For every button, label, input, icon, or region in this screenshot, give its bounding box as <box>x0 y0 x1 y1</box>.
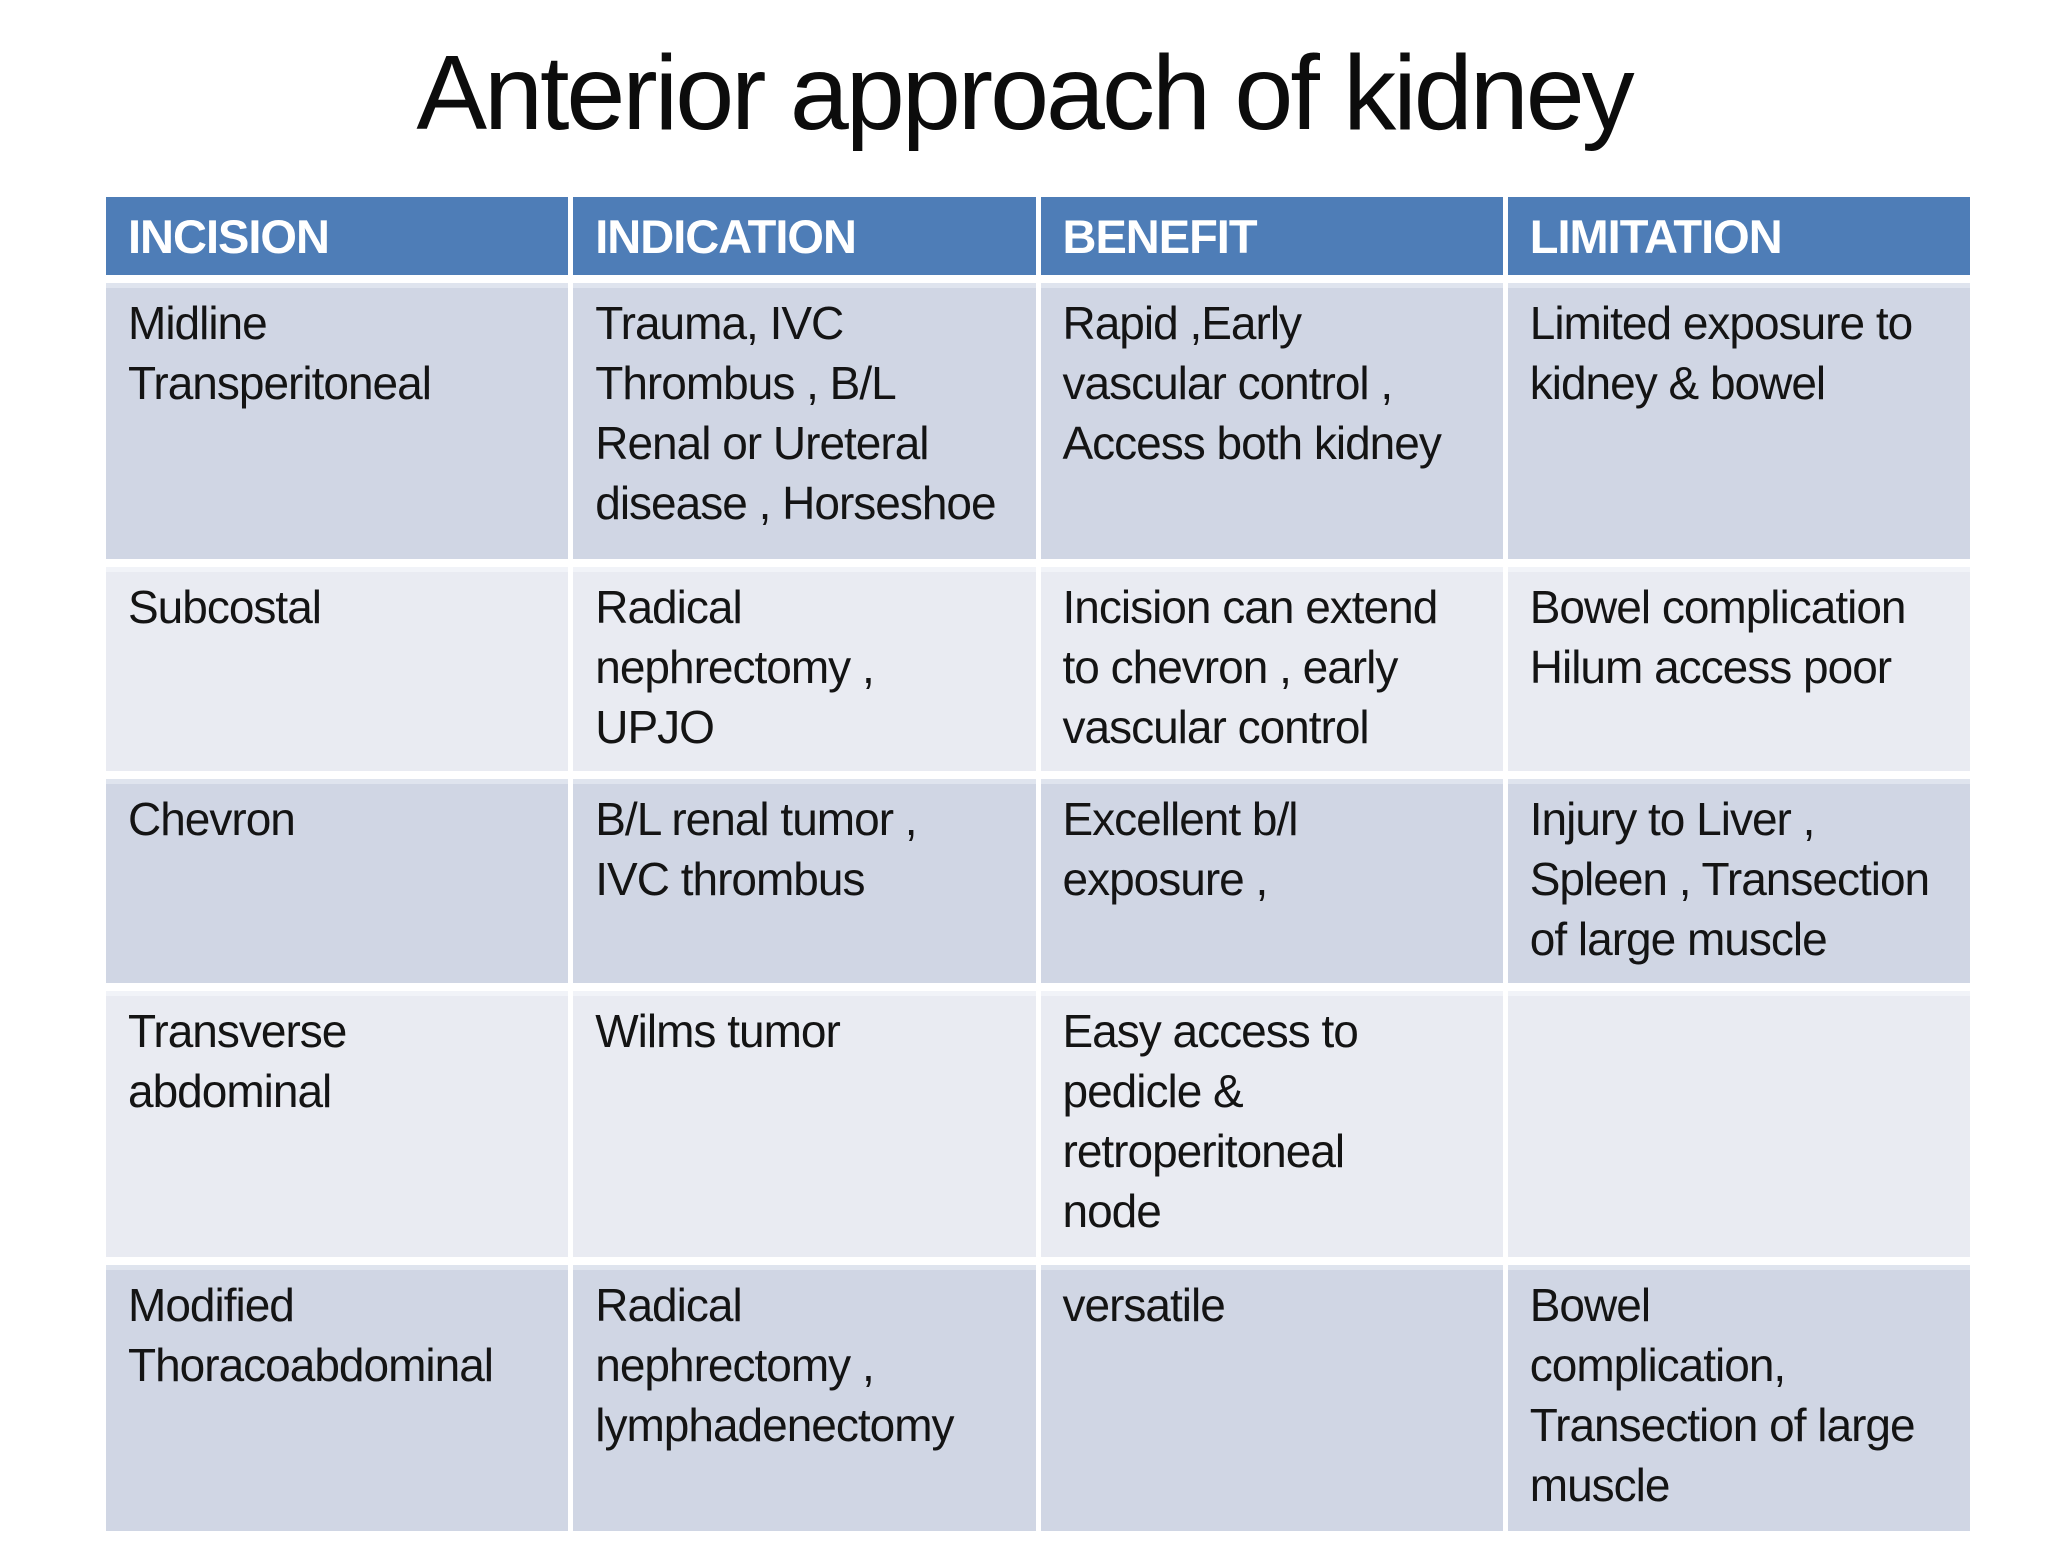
cell-incision: Chevron <box>106 779 569 984</box>
column-header-benefit: BENEFIT <box>1040 197 1503 276</box>
cell-benefit: Rapid ,Early vascular control , Access b… <box>1040 283 1503 560</box>
cell-indication: Trauma, IVC Thrombus , B/L Renal or Uret… <box>573 283 1036 560</box>
cell-benefit: Easy access to pedicle & retroperitoneal… <box>1040 991 1503 1258</box>
cell-incision: Midline Transperitoneal <box>106 283 569 560</box>
cell-benefit: versatile <box>1040 1265 1503 1532</box>
cell-indication: B/L renal tumor , IVC thrombus <box>573 779 1036 984</box>
cell-limitation: Bowel complication Hilum access poor <box>1507 567 1970 772</box>
table-row-midline-transperitoneal: Midline Transperitoneal Trauma, IVC Thro… <box>106 283 1970 560</box>
anterior-approach-table: INCISION INDICATION BENEFIT LIMITATION M… <box>101 189 1975 1539</box>
cell-indication: Radical nephrectomy , lymphadenectomy <box>573 1265 1036 1532</box>
cell-limitation: Injury to Liver , Spleen , Transection o… <box>1507 779 1970 984</box>
cell-limitation <box>1507 991 1970 1258</box>
cell-indication: Radical nephrectomy , UPJO <box>573 567 1036 772</box>
table-row-transverse-abdominal: Transverse abdominal Wilms tumor Easy ac… <box>106 991 1970 1258</box>
column-header-incision: INCISION <box>106 197 569 276</box>
cell-incision: Transverse abdominal <box>106 991 569 1258</box>
page-title: Anterior approach of kidney <box>416 34 1634 152</box>
slide: Anterior approach of kidney INCISION IND… <box>0 30 2048 1566</box>
table-row-modified-thoracoabdominal: Modified Thoracoabdominal Radical nephre… <box>106 1265 1970 1532</box>
column-header-indication: INDICATION <box>573 197 1036 276</box>
cell-incision: Subcostal <box>106 567 569 772</box>
cell-limitation: Bowel complication, Transection of large… <box>1507 1265 1970 1532</box>
table-header-row: INCISION INDICATION BENEFIT LIMITATION <box>106 197 1970 276</box>
cell-benefit: Excellent b/l exposure , <box>1040 779 1503 984</box>
cell-incision: Modified Thoracoabdominal <box>106 1265 569 1532</box>
cell-indication: Wilms tumor <box>573 991 1036 1258</box>
column-header-limitation: LIMITATION <box>1507 197 1970 276</box>
cell-benefit: Incision can extend to chevron , early v… <box>1040 567 1503 772</box>
table-row-chevron: Chevron B/L renal tumor , IVC thrombus E… <box>106 779 1970 984</box>
cell-limitation: Limited exposure to kidney & bowel <box>1507 283 1970 560</box>
table-row-subcostal: Subcostal Radical nephrectomy , UPJO Inc… <box>106 567 1970 772</box>
